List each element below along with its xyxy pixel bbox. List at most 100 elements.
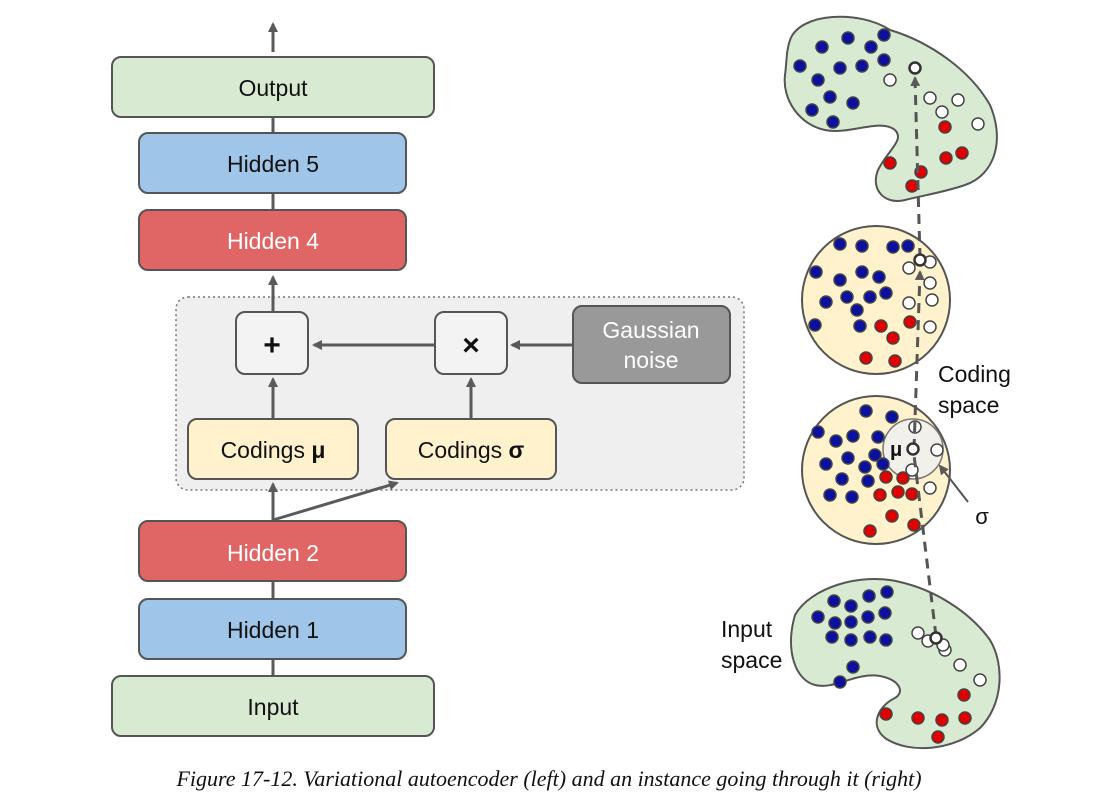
red-point [863, 524, 877, 538]
layer-hidden-4-label: Hidden 4 [227, 228, 319, 254]
red-point [931, 730, 945, 744]
input-space-label-line1: Input [721, 616, 773, 642]
red-point [911, 711, 925, 725]
blue-point [840, 290, 854, 304]
figure-caption: Figure 17-12. Variational autoencoder (l… [176, 766, 922, 791]
blue-point [858, 460, 872, 474]
blue-point [861, 610, 875, 624]
red-point [885, 509, 899, 523]
sigma-pointer [938, 464, 969, 503]
white-point [923, 276, 937, 290]
blue-point [819, 457, 833, 471]
blue-point [833, 675, 847, 689]
red-point [938, 120, 952, 134]
gaussian-noise-line1: Gaussian [602, 317, 699, 343]
white-point [902, 261, 916, 275]
blue-point [855, 265, 869, 279]
layer-hidden-2-label: Hidden 2 [227, 540, 319, 566]
layer-hidden-5-label: Hidden 5 [227, 151, 319, 177]
data-points [793, 28, 987, 744]
white-point [971, 117, 985, 131]
blue-point [879, 286, 893, 300]
red-point [958, 711, 972, 725]
blue-point [811, 73, 825, 87]
blue-point [819, 295, 833, 309]
blue-point [833, 61, 847, 75]
blue-point [835, 472, 849, 486]
blue-point [811, 610, 825, 624]
connectors [268, 22, 572, 675]
blue-point [868, 448, 882, 462]
white-point [923, 91, 937, 105]
white-point [923, 481, 937, 495]
white-point [935, 105, 949, 119]
blue-point [853, 319, 867, 333]
blue-point [809, 265, 823, 279]
layer-input: Input [111, 675, 435, 737]
red-point [907, 518, 921, 532]
layer-hidden-2: Hidden 2 [138, 520, 407, 582]
blue-point [827, 594, 841, 608]
red-point [955, 146, 969, 160]
mu-label: μ [890, 439, 902, 461]
red-point [957, 688, 971, 702]
blue-point [808, 318, 822, 332]
blue-point [879, 633, 893, 647]
blue-point [872, 270, 886, 284]
layer-hidden-5: Hidden 5 [138, 132, 407, 194]
blue-point [877, 53, 891, 67]
red-point [886, 331, 900, 345]
codings-sigma-label: Codings σ [418, 437, 525, 463]
input-space-label-line2: space [721, 647, 782, 673]
red-point [891, 485, 905, 499]
blue-point [826, 115, 840, 129]
blue-point [815, 40, 829, 54]
blue-point [861, 474, 875, 488]
blue-point [878, 606, 892, 620]
times-operator: × [434, 311, 508, 375]
blue-point [846, 96, 860, 110]
blue-point [886, 240, 900, 254]
blue-point [876, 457, 890, 471]
times-operator-symbol: × [462, 329, 480, 362]
blue-point [844, 615, 858, 629]
blue-point [850, 303, 864, 317]
instance-input-point [929, 631, 943, 645]
red-point [874, 319, 888, 333]
blue-point [823, 488, 837, 502]
blue-point [877, 28, 891, 42]
instance-mu-point [906, 442, 920, 456]
white-point [883, 73, 897, 87]
blue-point [823, 90, 837, 104]
red-point [935, 713, 949, 727]
layer-hidden-4: Hidden 4 [138, 209, 407, 271]
red-point [905, 487, 919, 501]
blue-point [864, 40, 878, 54]
layer-hidden-1: Hidden 1 [138, 598, 407, 660]
plus-operator-symbol: + [263, 329, 281, 362]
blue-point [846, 660, 860, 674]
white-point [973, 673, 987, 687]
red-point [896, 471, 910, 485]
white-point [902, 296, 916, 310]
layer-hidden-1-label: Hidden 1 [227, 617, 319, 643]
blue-point [855, 239, 869, 253]
blue-point [885, 410, 899, 424]
blue-point [862, 589, 876, 603]
white-point [911, 626, 925, 640]
blue-point [829, 434, 843, 448]
blue-point [846, 429, 860, 443]
white-point [953, 658, 967, 672]
instance-trajectory [910, 76, 938, 637]
red-point [888, 354, 902, 368]
blue-point [871, 430, 885, 444]
blue-point [811, 425, 825, 439]
instance-output-point [908, 61, 922, 75]
gaussian-noise-line2: noise [624, 347, 679, 373]
blue-point [828, 616, 842, 630]
red-point [903, 315, 917, 329]
layer-input-label: Input [247, 694, 299, 720]
red-point [873, 488, 887, 502]
coding-space-label-line2: space [938, 392, 999, 418]
blue-point [844, 599, 858, 613]
